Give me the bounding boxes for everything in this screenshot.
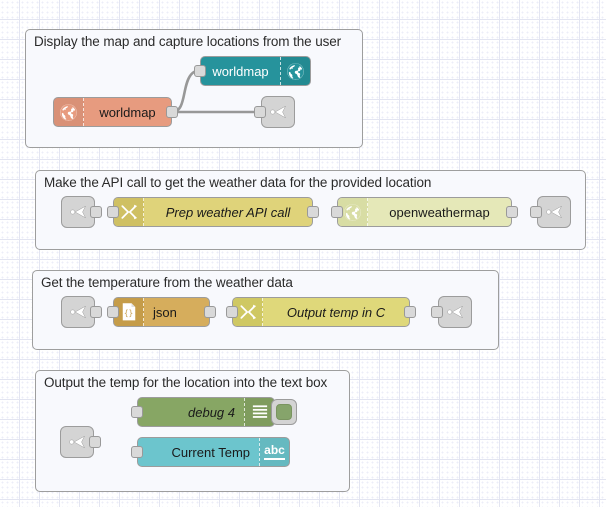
port-output[interactable]	[90, 306, 102, 318]
abc-icon: abc	[259, 438, 289, 466]
group-title: Make the API call to get the weather dat…	[44, 175, 432, 190]
node-link-out-2[interactable]	[530, 196, 571, 228]
debug-lines-icon	[244, 398, 274, 426]
port-input[interactable]	[226, 306, 238, 318]
node-debug-4[interactable]: debug 4	[131, 397, 297, 427]
port-output[interactable]	[89, 436, 101, 448]
node-prep-weather-api-call[interactable]: Prep weather API call	[107, 197, 319, 227]
node-label: worldmap	[99, 104, 156, 120]
port-output[interactable]	[90, 206, 102, 218]
group-display-map[interactable]: Display the map and capture locations fr…	[25, 29, 363, 148]
group-title: Output the temp for the location into th…	[44, 375, 328, 390]
port-output[interactable]	[166, 106, 178, 118]
node-current-temp[interactable]: Current Temp abc	[131, 437, 290, 467]
switch-icon	[114, 198, 144, 226]
group-title: Display the map and capture locations fr…	[34, 34, 342, 49]
node-label: openweathermap	[389, 204, 490, 220]
link-in-icon	[70, 205, 87, 219]
node-output-temp-in-c[interactable]: Output temp in C	[226, 297, 416, 327]
port-output[interactable]	[506, 206, 518, 218]
globe-icon	[338, 198, 368, 226]
link-out-icon	[447, 305, 464, 319]
globe-icon	[54, 98, 84, 126]
debug-toggle-button[interactable]	[271, 399, 297, 425]
group-title: Get the temperature from the weather dat…	[41, 275, 293, 290]
node-link-in-4[interactable]	[60, 426, 101, 458]
link-in-icon	[69, 435, 86, 449]
link-out-icon	[270, 105, 287, 119]
json-braces-icon: {}	[114, 298, 144, 326]
node-label: json	[153, 304, 177, 320]
port-input[interactable]	[431, 306, 443, 318]
port-input[interactable]	[107, 206, 119, 218]
svg-text:{}: {}	[124, 308, 133, 317]
abc-glyph: abc	[264, 444, 285, 460]
node-json[interactable]: {} json	[107, 297, 216, 327]
port-output[interactable]	[204, 306, 216, 318]
node-label: Prep weather API call	[165, 204, 291, 220]
port-output[interactable]	[307, 206, 319, 218]
node-label: debug 4	[188, 404, 235, 420]
debug-toggle-indicator	[276, 404, 292, 420]
node-label: Current Temp	[171, 444, 250, 460]
node-worldmap-out[interactable]: worldmap	[194, 56, 311, 86]
node-link-out-3[interactable]	[431, 296, 472, 328]
port-input[interactable]	[331, 206, 343, 218]
link-out-icon	[546, 205, 563, 219]
port-input[interactable]	[530, 206, 542, 218]
port-input[interactable]	[194, 65, 206, 77]
node-link-out-1[interactable]	[254, 96, 295, 128]
node-worldmap-in[interactable]: worldmap	[53, 97, 178, 127]
port-input[interactable]	[131, 446, 143, 458]
node-link-in-3[interactable]	[61, 296, 102, 328]
port-output[interactable]	[404, 306, 416, 318]
node-label: Output temp in C	[286, 304, 386, 320]
group-get-temperature[interactable]: Get the temperature from the weather dat…	[32, 270, 499, 350]
link-in-icon	[70, 305, 87, 319]
node-label: worldmap	[212, 63, 269, 79]
port-input[interactable]	[131, 406, 143, 418]
node-openweathermap[interactable]: openweathermap	[331, 197, 518, 227]
globe-icon	[280, 57, 310, 85]
switch-icon	[233, 298, 263, 326]
node-link-in-2[interactable]	[61, 196, 102, 228]
port-input[interactable]	[254, 106, 266, 118]
port-input[interactable]	[107, 306, 119, 318]
